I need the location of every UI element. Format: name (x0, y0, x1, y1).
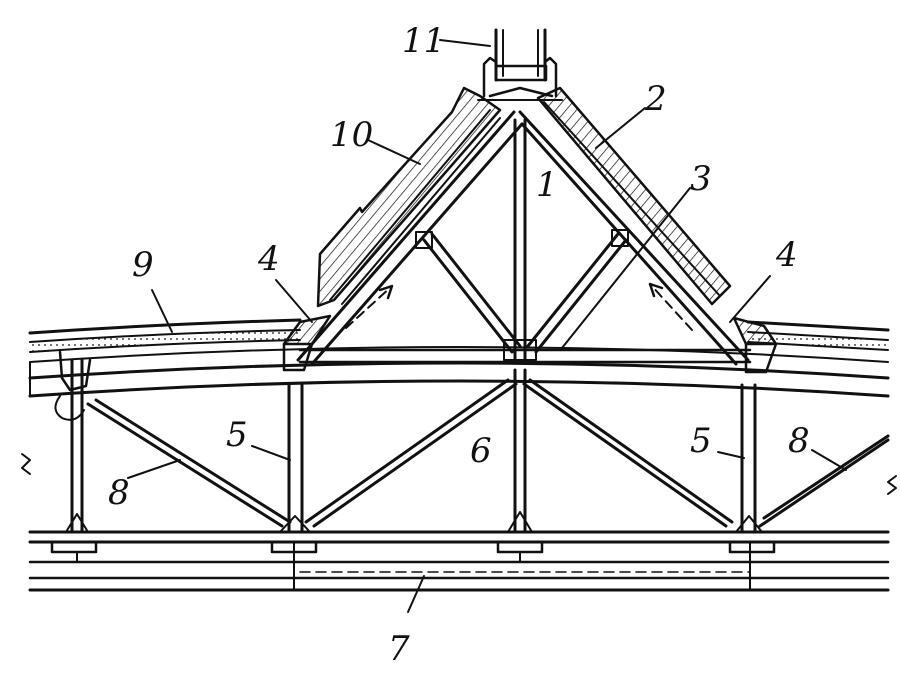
callout-labels: 11 10 2 1 3 9 4 4 5 5 6 8 8 7 (108, 21, 810, 669)
leader-lines (127, 39, 847, 613)
callout-9: 9 (132, 245, 154, 285)
glazing-panel-left (316, 86, 502, 308)
callout-5-right: 5 (690, 421, 712, 461)
callout-6: 6 (470, 431, 492, 471)
callout-2: 2 (644, 79, 667, 119)
main-truss-bottom-chord (28, 530, 890, 544)
break-marks (21, 453, 897, 495)
skylight-frame (296, 110, 752, 366)
callout-1: 1 (536, 165, 558, 205)
callout-3: 3 (690, 159, 712, 199)
callout-10: 10 (330, 115, 373, 155)
callout-4-left: 4 (257, 239, 280, 279)
callout-8-left: 8 (108, 473, 130, 513)
callout-7: 7 (388, 629, 410, 669)
bottom-chord-supports (50, 511, 776, 563)
ridge-cap (477, 28, 563, 101)
airflow-arrows (345, 282, 693, 331)
glazing-panel-right (536, 86, 732, 306)
callout-5-left: 5 (226, 415, 248, 455)
truss-diagonals (86, 378, 890, 528)
eave-joints (282, 314, 778, 374)
callout-11: 11 (402, 21, 445, 61)
callout-8-right: 8 (788, 421, 810, 461)
callout-4-right: 4 (775, 235, 798, 275)
left-end-detail (54, 350, 92, 421)
lower-chord-assembly (28, 560, 890, 592)
